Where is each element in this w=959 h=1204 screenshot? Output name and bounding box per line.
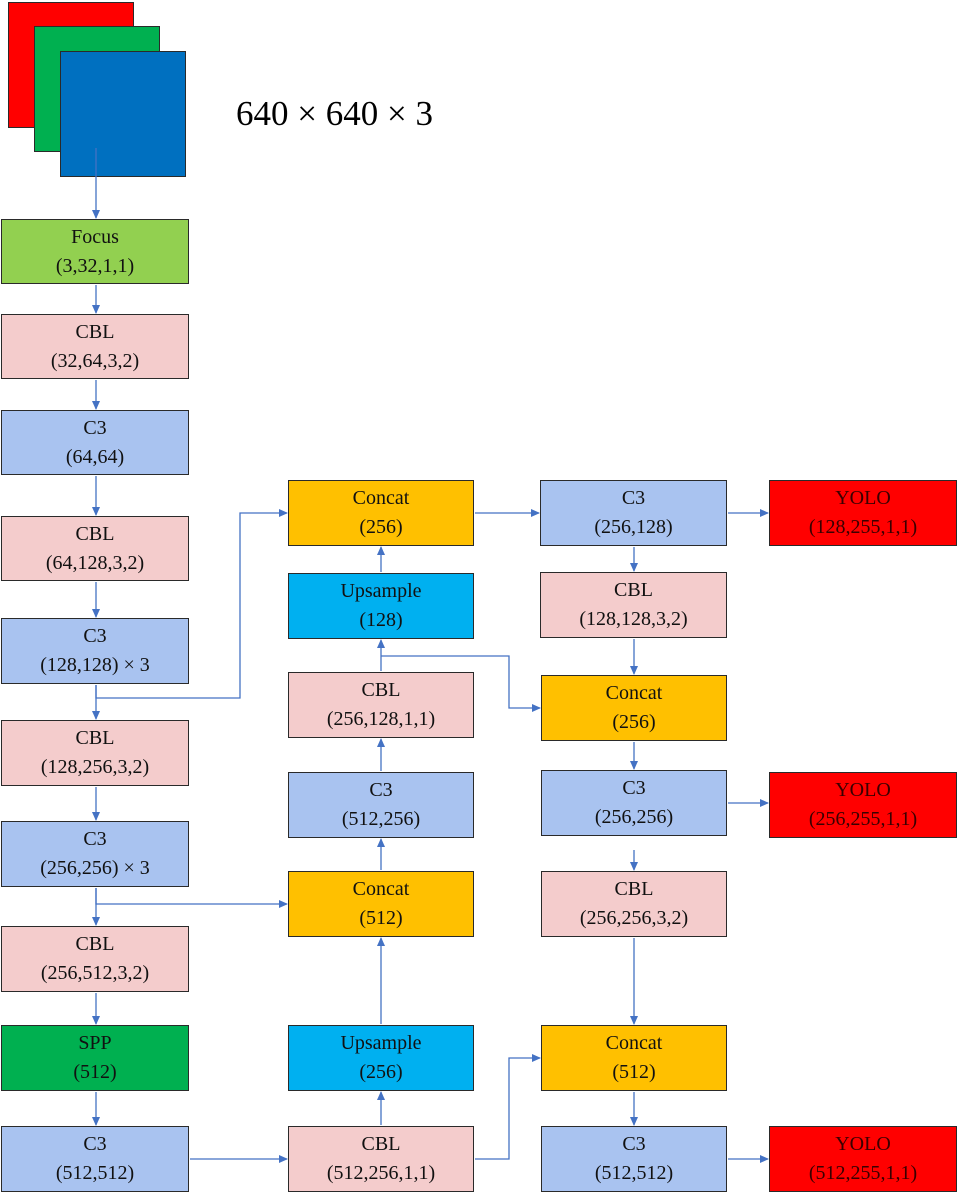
node-name: Focus — [71, 225, 119, 248]
node-cbl-r2: CBL (256,256,3,2) — [541, 871, 727, 937]
node-params: (256,255,1,1) — [808, 808, 918, 830]
edge-cbl-b-to-concat-r2 — [475, 1054, 541, 1160]
node-name: SPP — [78, 1032, 112, 1054]
node-params: (128,128) × 3 — [40, 654, 150, 676]
node-focus: Focus (3,32,1,1) — [1, 219, 189, 284]
node-cbl2: CBL (64,128,3,2) — [1, 516, 189, 581]
node-params: (512,256,1,1) — [326, 1162, 436, 1184]
node-name: Upsample — [340, 1032, 422, 1054]
node-params: (128) — [359, 609, 403, 631]
node-cbl1: CBL (32,64,3,2) — [1, 314, 189, 379]
node-name: YOLO — [835, 779, 891, 801]
node-name: CBL — [614, 878, 654, 900]
node-params: (256,256) — [594, 806, 674, 828]
node-c3-r1: C3 (256,128) — [540, 480, 727, 546]
node-params: (64,64) — [65, 445, 125, 468]
node-cbl-b: CBL (512,256,1,1) — [288, 1126, 474, 1192]
node-name: C3 — [621, 487, 646, 509]
node-params: (512) — [359, 907, 403, 929]
node-yolo1: YOLO (128,255,1,1) — [769, 480, 957, 546]
node-concat-r2: Concat (512) — [541, 1025, 727, 1091]
node-cbl3: CBL (128,256,3,2) — [1, 720, 189, 786]
node-name: CBL — [75, 727, 115, 749]
node-name: C3 — [83, 1133, 107, 1155]
node-params: (512,512) — [55, 1162, 135, 1184]
node-yolo2: YOLO (256,255,1,1) — [769, 772, 957, 838]
node-c3-3: C3 (256,256) × 3 — [1, 821, 189, 887]
node-cbl-a: CBL (256,128,1,1) — [288, 672, 474, 738]
node-params: (128,128,3,2) — [579, 608, 688, 630]
node-params: (32,64,3,2) — [50, 349, 140, 372]
node-concat-a: Concat (256) — [288, 480, 474, 546]
node-yolo3: YOLO (512,255,1,1) — [769, 1126, 957, 1192]
node-name: Concat — [605, 1032, 663, 1054]
node-name: Concat — [352, 878, 410, 900]
node-c3-r3: C3 (512,512) — [541, 1126, 727, 1192]
node-c3-1: C3 (64,64) — [1, 410, 189, 475]
input-dimensions-label: 640 × 640 × 3 — [236, 94, 433, 133]
node-params: (512) — [73, 1061, 117, 1083]
edge-cbl-a-to-concat-r1 — [381, 655, 541, 712]
node-name: CBL — [361, 1133, 401, 1155]
node-params: (256) — [359, 516, 403, 538]
node-params: (512,256) — [341, 808, 421, 830]
node-c3-a: C3 (512,256) — [288, 772, 474, 838]
node-upsample-b: Upsample (256) — [288, 1025, 474, 1091]
node-name: Concat — [352, 487, 410, 509]
node-params: (256,128) — [594, 516, 673, 538]
node-name: Upsample — [340, 580, 422, 602]
node-name: YOLO — [835, 1133, 891, 1155]
node-upsample-a: Upsample (128) — [288, 573, 474, 639]
node-concat-b: Concat (512) — [288, 871, 474, 937]
node-name: C3 — [369, 779, 393, 801]
node-params: (128,255,1,1) — [808, 516, 918, 538]
node-name: CBL — [75, 522, 115, 545]
input-blue-channel — [60, 51, 186, 177]
node-c3-4: C3 (512,512) — [1, 1126, 189, 1192]
edge-c3-2-to-concat-a — [95, 509, 288, 699]
node-params: (256,512,3,2) — [40, 962, 150, 984]
node-params: (256,256,3,2) — [579, 907, 689, 929]
node-spp: SPP (512) — [1, 1025, 189, 1091]
node-cbl4: CBL (256,512,3,2) — [1, 926, 189, 992]
node-name: CBL — [614, 579, 653, 601]
node-params: (128,256,3,2) — [40, 756, 150, 778]
node-name: CBL — [75, 933, 115, 955]
node-name: C3 — [622, 1133, 646, 1155]
node-name: C3 — [83, 625, 107, 647]
node-params: (3,32,1,1) — [55, 254, 135, 277]
node-name: CBL — [361, 679, 401, 701]
node-params: (256) — [359, 1061, 403, 1083]
node-params: (256) — [612, 711, 656, 733]
node-name: CBL — [75, 320, 115, 343]
node-c3-2: C3 (128,128) × 3 — [1, 618, 189, 684]
node-name: C3 — [83, 416, 107, 439]
node-params: (512) — [612, 1061, 656, 1083]
node-name: C3 — [622, 777, 646, 799]
node-concat-r1: Concat (256) — [541, 675, 727, 741]
node-name: C3 — [83, 828, 107, 850]
node-params: (256,256) × 3 — [40, 857, 150, 879]
node-params: (512,255,1,1) — [808, 1162, 918, 1184]
node-name: Concat — [605, 682, 663, 704]
node-name: YOLO — [835, 487, 891, 509]
edge-c3-3-to-concat-b — [95, 888, 288, 908]
node-params: (256,128,1,1) — [326, 708, 436, 730]
node-params: (512,512) — [594, 1162, 674, 1184]
node-c3-r2: C3 (256,256) — [541, 770, 727, 836]
node-cbl-r1: CBL (128,128,3,2) — [540, 572, 727, 638]
node-params: (64,128,3,2) — [45, 551, 145, 574]
